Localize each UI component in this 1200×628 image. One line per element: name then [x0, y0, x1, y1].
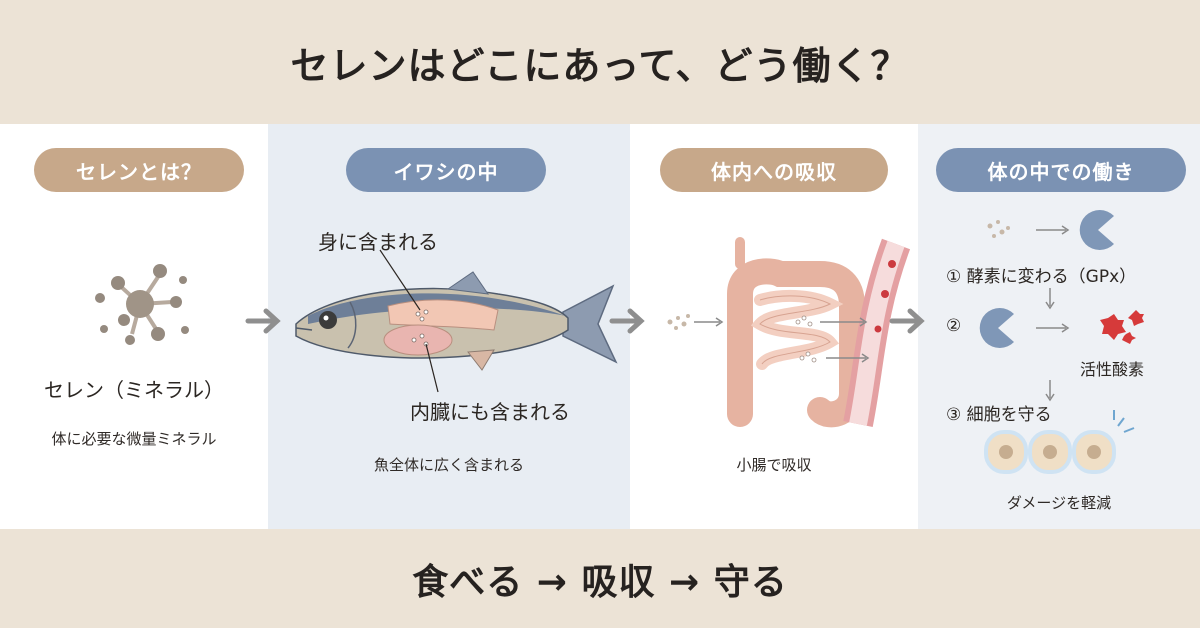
caption-absorption: 小腸で吸収	[736, 456, 812, 474]
caption-sardine: 魚全体に広く含まれる	[373, 456, 524, 474]
damage-label: ダメージを軽減	[1006, 494, 1112, 512]
panel-about: セレンとは？ セレン（ミネラル） 体に必要な微量ミネラル	[0, 124, 268, 529]
summary-flow: 食べる → 吸収 → 守る	[412, 561, 788, 603]
intestine-illustration	[667, 237, 911, 428]
pill-function: 体の中での働き	[936, 148, 1186, 192]
arrow-right-icon	[245, 308, 281, 334]
panel-sardine: イワシの中 身に含まれる	[268, 124, 630, 529]
label-body: 身に含まれる	[318, 230, 438, 254]
pill-absorption: 体内への吸収	[660, 148, 888, 192]
panel-absorption: 体内への吸収	[630, 124, 918, 529]
panels: セレンとは？ セレン（ミネラル） 体に必要な微量ミネラル イワシ	[0, 124, 1200, 529]
reactive-oxygen-icon	[1100, 310, 1144, 344]
sardine-illustration	[295, 249, 618, 393]
arrow-right-icon	[609, 308, 645, 334]
panel-function: 体の中での働き	[918, 124, 1200, 529]
page-title: セレンはどこにあって、どう働く？	[290, 43, 910, 88]
ros-label: 活性酸素	[1080, 360, 1145, 379]
function-illustration	[979, 210, 1144, 474]
pill-about: セレンとは？	[34, 148, 244, 192]
caption-about: 体に必要な微量ミネラル	[51, 430, 217, 448]
step2-number: ②	[946, 316, 962, 336]
header: セレンはどこにあって、どう働く？	[0, 0, 1200, 124]
molecule-icon	[95, 264, 189, 345]
footer: 食べる → 吸収 → 守る	[0, 529, 1200, 628]
cell-icon	[984, 430, 1116, 474]
step3-label: ③ 細胞を守る	[946, 405, 1052, 425]
label-organs: 内臓にも含まれる	[410, 400, 570, 424]
selenium-name: セレン（ミネラル）	[44, 378, 224, 402]
step1-label: ① 酵素に変わる（GPx）	[946, 267, 1137, 287]
pill-sardine: イワシの中	[346, 148, 546, 192]
enzyme-pacman-icon	[1079, 210, 1114, 250]
blood-vessel-illustration	[843, 238, 911, 427]
arrow-right-icon	[889, 308, 925, 334]
